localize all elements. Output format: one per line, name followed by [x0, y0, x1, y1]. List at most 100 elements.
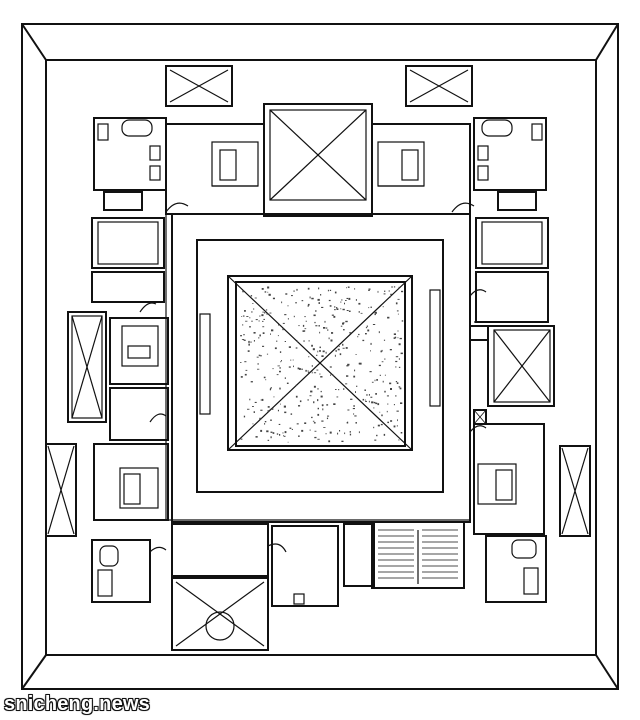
speckle-dot — [319, 373, 321, 375]
speckle-dot — [282, 432, 284, 434]
speckle-dot — [358, 431, 360, 434]
speckle-dot — [267, 291, 269, 293]
speckle-dot — [322, 350, 325, 353]
speckle-dot — [242, 324, 244, 326]
speckle-dot — [278, 324, 280, 326]
bottom-left-rooms — [91, 523, 269, 651]
speckle-dot — [250, 381, 253, 383]
speckle-dot — [315, 310, 317, 312]
speckle-dot — [245, 320, 248, 322]
speckle-dot — [244, 361, 247, 363]
speckle-dot — [321, 420, 324, 422]
speckle-dot — [243, 339, 245, 341]
speckle-dot — [349, 433, 352, 436]
speckle-dot — [316, 369, 319, 371]
speckle-dot — [398, 366, 401, 368]
left-middle-rooms — [45, 311, 169, 537]
speckle-dot — [243, 334, 245, 336]
speckle-dot — [335, 389, 337, 390]
speckle-dot — [291, 428, 293, 430]
speckle-dot — [307, 287, 310, 290]
speckle-dot — [353, 413, 355, 415]
speckle-dot — [305, 320, 307, 322]
speckle-dot — [336, 396, 339, 398]
speckle-dot — [349, 332, 352, 334]
speckle-dot — [355, 422, 357, 424]
speckle-dot — [320, 390, 322, 393]
speckle-dot — [336, 308, 339, 310]
speckle-dot — [279, 351, 282, 353]
speckle-dot — [262, 326, 265, 328]
speckle-dot — [311, 344, 313, 347]
top-right-suite — [371, 65, 549, 323]
speckle-dot — [338, 345, 340, 347]
speckle-dot — [331, 332, 334, 334]
speckle-dot — [285, 293, 288, 295]
speckle-dot — [302, 330, 305, 332]
speckle-dot — [346, 375, 349, 377]
speckle-dot — [343, 388, 345, 390]
speckle-dot — [368, 289, 370, 291]
bottom-centre-rooms — [271, 521, 465, 607]
speckle-dot — [370, 306, 372, 308]
speckle-dot — [246, 316, 249, 317]
corridor-walls — [92, 214, 548, 521]
speckle-dot — [254, 297, 257, 299]
speckle-dot — [244, 310, 246, 312]
speckle-dot — [264, 421, 267, 423]
speckle-dot — [347, 286, 350, 288]
speckle-dot — [398, 343, 401, 346]
speckle-dot — [396, 410, 399, 412]
speckle-dot — [266, 430, 269, 433]
speckle-dot — [319, 346, 321, 349]
speckle-dot — [391, 286, 393, 288]
speckle-dot — [397, 337, 399, 339]
speckle-dot — [240, 362, 242, 363]
speckle-dot — [381, 361, 384, 363]
speckle-dot — [354, 369, 356, 372]
speckle-dot — [282, 396, 284, 398]
speckle-dot — [386, 395, 389, 397]
speckle-dot — [240, 438, 243, 440]
speckle-dot — [368, 400, 370, 403]
speckle-dot — [401, 320, 404, 322]
speckle-dot — [397, 298, 400, 300]
speckle-dot — [368, 288, 371, 290]
speckle-dot — [359, 362, 362, 365]
speckle-dot — [398, 386, 401, 388]
speckle-dot — [341, 299, 343, 301]
speckle-dot — [314, 436, 317, 439]
speckle-dot — [345, 383, 348, 385]
speckle-dot — [330, 339, 333, 342]
speckle-dot — [343, 329, 345, 331]
speckle-dot — [396, 425, 398, 427]
speckle-dot — [266, 313, 269, 315]
speckle-dot — [375, 393, 377, 395]
speckle-dot — [253, 308, 255, 310]
speckle-dot — [337, 432, 339, 435]
speckle-dot — [263, 376, 266, 379]
speckle-dot — [257, 368, 260, 370]
top-left-suite — [91, 65, 265, 303]
speckle-dot — [346, 310, 349, 311]
speckle-dot — [370, 342, 372, 345]
speckle-dot — [330, 374, 332, 376]
speckle-dot — [348, 310, 351, 312]
speckle-dot — [256, 356, 259, 358]
speckle-dot — [344, 302, 345, 305]
speckle-dot — [273, 396, 275, 398]
speckle-dot — [395, 366, 397, 368]
speckle-dot — [358, 333, 360, 336]
speckle-dot — [366, 325, 368, 328]
speckle-dot — [269, 388, 271, 391]
speckle-dot — [258, 320, 260, 322]
speckle-dot — [395, 395, 397, 397]
speckle-dot — [277, 335, 279, 337]
speckle-dot — [357, 335, 359, 338]
speckle-dot — [255, 436, 258, 438]
speckle-dot — [270, 419, 272, 421]
speckle-dot — [381, 349, 383, 352]
speckle-dot — [353, 405, 355, 407]
speckle-dot — [258, 354, 261, 356]
